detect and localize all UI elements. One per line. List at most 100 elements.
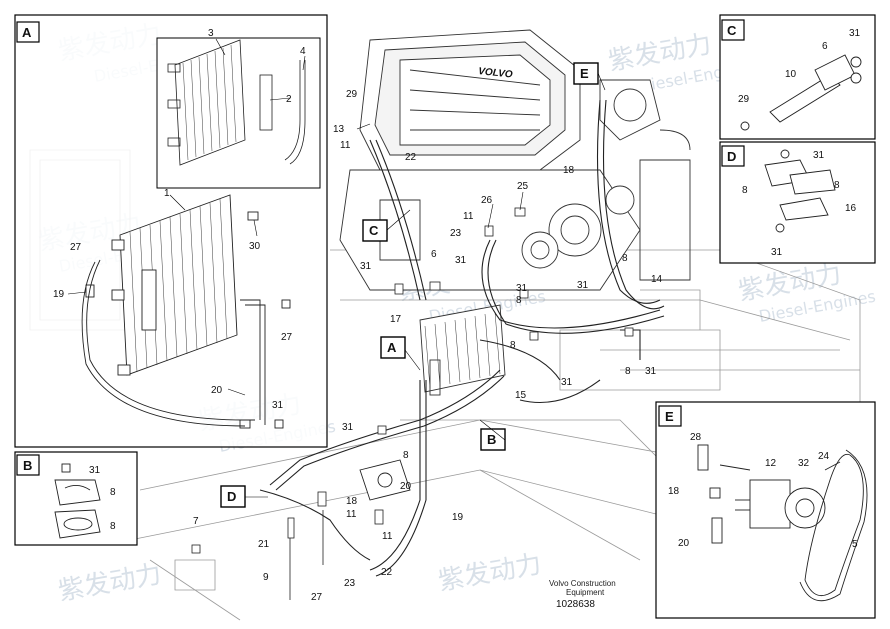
part-1-a: 1 bbox=[164, 188, 170, 199]
part-20-a: 20 bbox=[211, 385, 223, 396]
part-27-a2: 27 bbox=[281, 332, 293, 343]
part-32-e: 32 bbox=[798, 458, 810, 469]
part-30-a: 30 bbox=[249, 241, 261, 252]
part-11-main4: 11 bbox=[382, 531, 393, 542]
part-11-main: 11 bbox=[340, 140, 351, 151]
part-23-main: 23 bbox=[450, 228, 462, 239]
part-14-main: 14 bbox=[651, 274, 663, 285]
part-13-main: 13 bbox=[333, 124, 345, 135]
part-21-main: 21 bbox=[258, 539, 270, 550]
caption-line-2: Equipment bbox=[566, 588, 605, 597]
main-hardware bbox=[191, 207, 634, 600]
part-31-b: 31 bbox=[89, 465, 101, 476]
callout-b-main: B bbox=[480, 428, 506, 451]
callout-b-frame: B bbox=[16, 454, 40, 476]
callout-c-label: C bbox=[727, 23, 737, 38]
part-22-main2: 22 bbox=[381, 567, 393, 578]
callout-a-main: A bbox=[380, 336, 406, 359]
part-6-c: 6 bbox=[822, 41, 828, 52]
leader-lines bbox=[67, 38, 606, 498]
part-31-c: 31 bbox=[849, 28, 861, 39]
part-31-main6: 31 bbox=[561, 377, 573, 388]
callout-e-frame: E bbox=[658, 405, 682, 427]
part-17-main: 17 bbox=[390, 314, 402, 325]
callout-d-main-label: D bbox=[227, 489, 236, 504]
callout-a-main-label: A bbox=[387, 340, 397, 355]
part-6-main: 6 bbox=[431, 249, 437, 260]
part-3-a: 3 bbox=[208, 28, 214, 39]
detail-frame-e bbox=[655, 401, 876, 619]
part-8-main5: 8 bbox=[403, 450, 409, 461]
callout-c-main-label: C bbox=[369, 223, 379, 238]
part-18-e: 18 bbox=[668, 486, 680, 497]
part-20-e: 20 bbox=[678, 538, 690, 549]
part-9-main: 9 bbox=[263, 572, 269, 583]
part-31-a: 31 bbox=[272, 400, 284, 411]
part-11-main3: 11 bbox=[346, 509, 357, 520]
part-27-main: 27 bbox=[311, 592, 323, 603]
part-15-main: 15 bbox=[515, 390, 527, 401]
engine-badge: VOLVO bbox=[478, 66, 514, 81]
part-31-main5: 31 bbox=[645, 366, 657, 377]
part-18-main: 18 bbox=[563, 165, 575, 176]
part-31-d2: 31 bbox=[771, 247, 783, 258]
part-12-e: 12 bbox=[765, 458, 777, 469]
part-8-main2: 8 bbox=[516, 295, 522, 306]
part-11-main2: 11 bbox=[463, 211, 474, 222]
part-2-a: 2 bbox=[286, 94, 292, 105]
part-31-main3: 31 bbox=[577, 280, 589, 291]
watermark-cn-7: 紫发动力 bbox=[56, 559, 164, 607]
callout-c-frame: C bbox=[721, 19, 745, 41]
compressor-small bbox=[359, 459, 411, 501]
part-22-main: 22 bbox=[405, 152, 417, 163]
part-18-main2: 18 bbox=[346, 496, 358, 507]
part-16-d: 16 bbox=[845, 203, 857, 214]
part-8-b: 8 bbox=[110, 487, 116, 498]
main-condenser-drawing bbox=[419, 304, 506, 396]
part-8-b2: 8 bbox=[110, 521, 116, 532]
callout-a-label: A bbox=[22, 25, 32, 40]
part-29-c: 29 bbox=[738, 94, 750, 105]
part-7-main: 7 bbox=[193, 516, 199, 527]
part-5-e: 5 bbox=[852, 539, 858, 550]
hose-lines bbox=[259, 99, 665, 577]
detail-frame-a bbox=[14, 14, 328, 448]
part-31-main2: 31 bbox=[360, 261, 372, 272]
callout-a-frame: A bbox=[16, 21, 40, 43]
part-26-main: 26 bbox=[481, 195, 493, 206]
drawing-caption: Volvo Construction Equipment 1028638 bbox=[549, 579, 616, 610]
part-25-main: 25 bbox=[517, 181, 529, 192]
part-8-main1: 8 bbox=[622, 253, 628, 264]
part-24-e: 24 bbox=[818, 451, 830, 462]
part-8-main3: 8 bbox=[510, 340, 516, 351]
part-8-d2: 8 bbox=[834, 180, 840, 191]
callout-e-main-label: E bbox=[580, 66, 589, 81]
caption-line-1: Volvo Construction bbox=[549, 579, 616, 588]
detail-frame-d bbox=[719, 141, 876, 264]
callout-b-label: B bbox=[23, 458, 32, 473]
part-29-main: 29 bbox=[346, 89, 358, 100]
part-31-main7: 31 bbox=[342, 422, 354, 433]
callout-d-label: D bbox=[727, 149, 736, 164]
part-8-d: 8 bbox=[742, 185, 748, 196]
part-23-main2: 23 bbox=[344, 578, 356, 589]
part-31-main1: 31 bbox=[455, 255, 467, 266]
part-numbers: 3 4 2 1 30 27 19 27 20 31 31 8 8 31 6 10… bbox=[53, 28, 861, 603]
callout-boxes: A B C D E E C A B D bbox=[16, 19, 745, 508]
callout-d-frame: D bbox=[721, 145, 745, 167]
part-31-d: 31 bbox=[813, 150, 825, 161]
part-19-a: 19 bbox=[53, 289, 65, 300]
detail-frame-c bbox=[719, 14, 876, 140]
drawing-number: 1028638 bbox=[556, 599, 595, 610]
callout-e-label: E bbox=[665, 409, 674, 424]
part-10-c: 10 bbox=[785, 69, 797, 80]
part-28-e: 28 bbox=[690, 432, 702, 443]
part-20-main: 20 bbox=[400, 481, 412, 492]
part-4-a: 4 bbox=[300, 46, 306, 57]
callout-e-main: E bbox=[573, 62, 599, 85]
part-27-a: 27 bbox=[70, 242, 82, 253]
watermark-cn-8: 紫发动力 bbox=[436, 549, 544, 597]
part-8-main4: 8 bbox=[625, 366, 631, 377]
